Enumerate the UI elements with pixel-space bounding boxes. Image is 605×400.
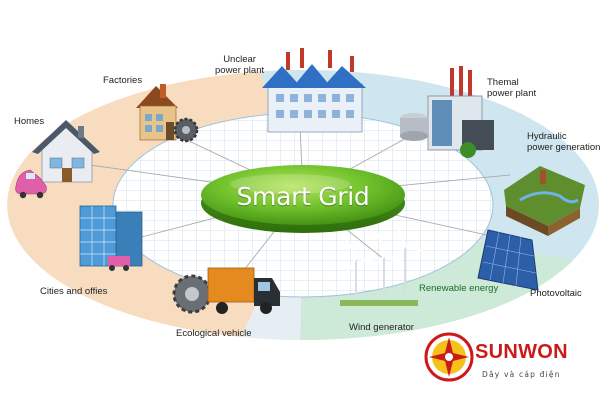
nuclear-plant-icon: [262, 48, 366, 133]
label-hydraulic: Hydraulic power generation: [527, 131, 601, 153]
label-ecological-vehicle: Ecological vehicle: [176, 328, 252, 339]
label-nuclear-plant: Unclear power plant: [215, 54, 265, 76]
office-building-icon: [79, 205, 143, 271]
wind-turbine-icon: [340, 225, 426, 306]
thermal-plant-icon: [400, 66, 494, 158]
house-icon: [32, 120, 100, 183]
car-icon: [15, 169, 47, 199]
label-homes: Homes: [14, 116, 45, 127]
gear-icon: [173, 117, 199, 143]
label-renewable-energy: Renewable energy: [419, 283, 499, 294]
label-factories: Factories: [103, 75, 143, 86]
solar-panel-icon: [477, 229, 539, 291]
label-wind-generator: Wind generator: [349, 322, 414, 333]
brand-name: SUNWON: [475, 341, 568, 363]
truck-icon: [172, 267, 280, 314]
hydraulic-dam-icon: [504, 166, 585, 236]
label-photovoltaic: Photovoltaic: [530, 288, 582, 299]
sunwon-logo-icon: [424, 332, 474, 382]
smart-grid-hub: [201, 165, 405, 233]
factory-icon: [136, 84, 178, 141]
brand-tagline: Dây và cáp điện: [482, 370, 561, 379]
label-thermal-plant: Themal power plant: [487, 77, 537, 99]
label-cities-offices: Cities and offies: [40, 286, 108, 297]
hub-title: Smart Grid: [236, 181, 370, 211]
